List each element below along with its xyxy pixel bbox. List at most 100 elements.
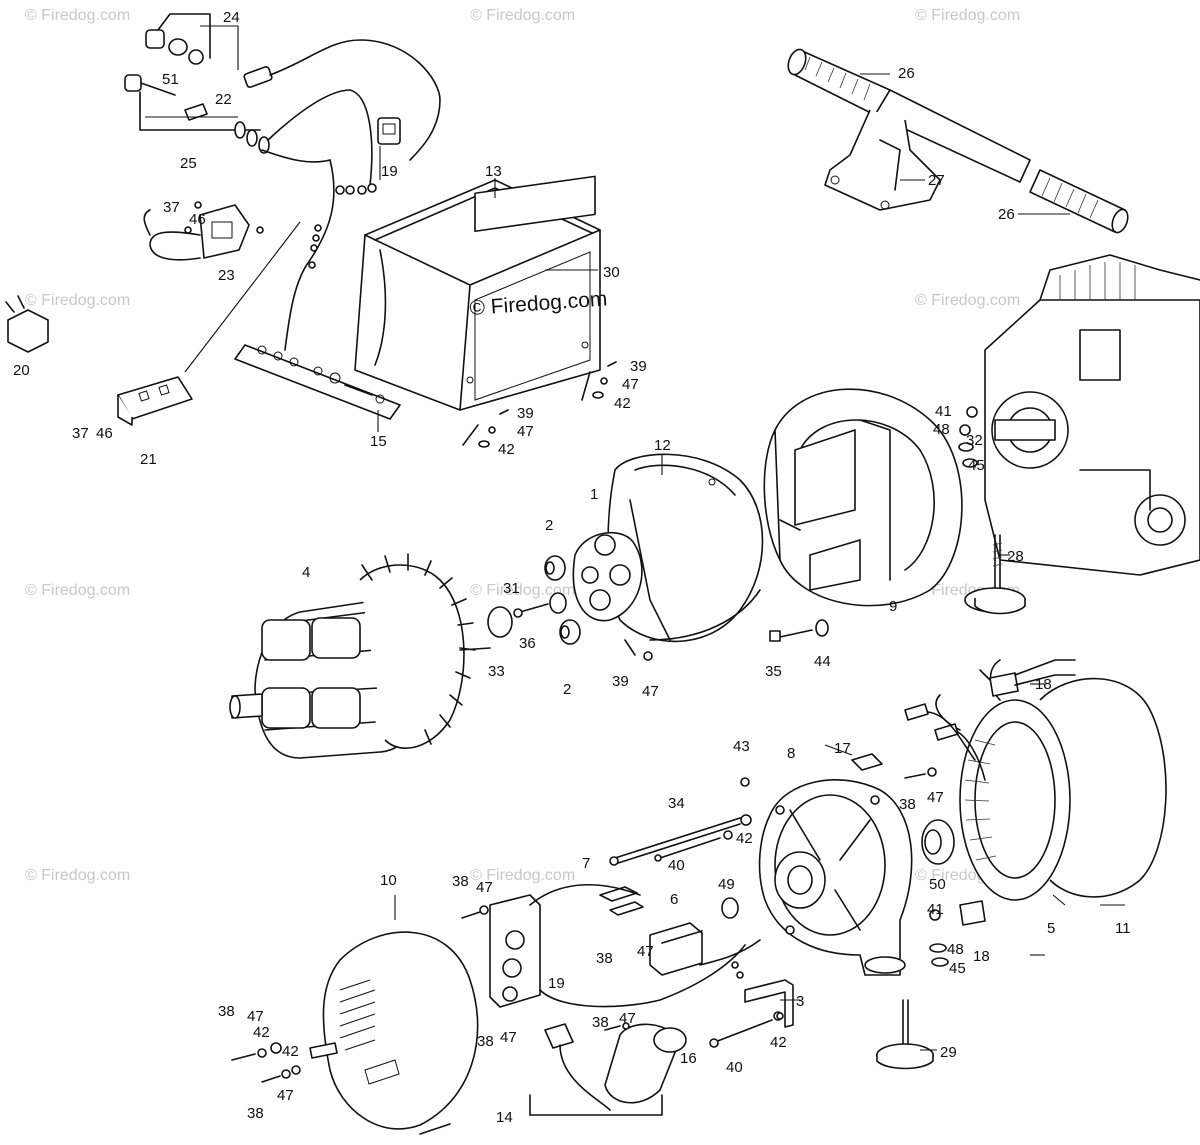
mount-part-28 — [964, 534, 1026, 615]
callout-label: 10 — [380, 872, 397, 889]
callout-label: 20 — [13, 362, 30, 379]
callout-label: 3 — [796, 993, 804, 1010]
callout-label: 29 — [940, 1044, 957, 1061]
callout-label: 11 — [1115, 920, 1131, 937]
callout-label: 50 — [929, 876, 946, 893]
callout-label: 32 — [966, 432, 983, 449]
callout-label: 18 — [1035, 676, 1052, 693]
callout-label: 22 — [215, 91, 232, 108]
callout-label: 17 — [834, 740, 851, 757]
callout-label: 42 — [770, 1034, 787, 1051]
bracket-part-3 — [744, 979, 794, 1028]
terminal-strip-part-15 — [234, 344, 401, 420]
switch-part-6 — [599, 886, 761, 976]
callout-label: 23 — [218, 267, 235, 284]
callout-label: 47 — [927, 789, 944, 806]
callout-label: 24 — [223, 9, 240, 26]
fastener-group-upper — [462, 361, 617, 448]
engine-block — [984, 254, 1200, 576]
callout-label: 16 — [680, 1050, 697, 1067]
watermark-text: © Firedog.com — [25, 867, 130, 884]
wiring-harness-group — [124, 13, 441, 351]
callout-label: 47 — [500, 1029, 517, 1046]
callout-label: 48 — [933, 421, 950, 438]
callout-label: 47 — [642, 683, 659, 700]
callout-label: 47 — [622, 376, 639, 393]
callout-label: 37 — [163, 199, 180, 216]
callout-label: 41 — [935, 403, 952, 420]
control-box-cover-part-13 — [354, 175, 601, 411]
callout-label: 1 — [590, 486, 598, 503]
fastener-group-lower-left — [231, 1042, 301, 1083]
switch-part-23 — [143, 201, 264, 261]
callout-label: 46 — [189, 211, 206, 228]
callout-label: 7 — [582, 855, 590, 872]
receptacle-part-21 — [117, 221, 301, 426]
watermark-text: © Firedog.com — [25, 582, 130, 599]
callout-label: 45 — [968, 457, 985, 474]
callout-label: 44 — [814, 653, 831, 670]
brush-holder-part-1 — [572, 531, 643, 622]
callout-label: 38 — [592, 1014, 609, 1031]
watermark-text: © Firedog.com — [25, 292, 130, 309]
o-ring-part-33 — [487, 606, 513, 638]
callout-label: 6 — [670, 891, 678, 908]
callout-label: 49 — [718, 876, 735, 893]
callout-label: 2 — [545, 517, 553, 534]
callout-label: 8 — [787, 745, 795, 762]
callout-label: 39 — [630, 358, 647, 375]
callout-label: 25 — [180, 155, 197, 172]
callout-label: 19 — [548, 975, 565, 992]
callout-label: 48 — [947, 941, 964, 958]
callout-label: 42 — [736, 830, 753, 847]
callout-label: 28 — [1007, 548, 1024, 565]
watermark-text: © Firedog.com — [25, 7, 130, 24]
rear-housing-part-9 — [763, 388, 963, 607]
connector-part-18 — [959, 659, 1076, 926]
callout-label: 38 — [452, 873, 469, 890]
callout-label: 38 — [218, 1003, 235, 1020]
callout-label: 40 — [668, 857, 685, 874]
callout-label: 38 — [899, 796, 916, 813]
callout-label: 9 — [889, 598, 897, 615]
control-panel-part-14 — [489, 883, 746, 1116]
fastener-group-misc — [461, 767, 949, 1031]
rotor-part-4 — [229, 553, 491, 759]
callout-label: 27 — [928, 172, 945, 189]
callout-label: 45 — [949, 960, 966, 977]
callout-label: 34 — [668, 795, 685, 812]
callout-label: 33 — [488, 663, 505, 680]
watermark-text: © Firedog.com — [915, 7, 1020, 24]
callout-label: 51 — [162, 71, 179, 88]
callout-label: 47 — [476, 879, 493, 896]
callout-label: 38 — [477, 1033, 494, 1050]
callout-label: 40 — [726, 1059, 743, 1076]
callout-label: 38 — [596, 950, 613, 967]
stator-part-11 — [935, 659, 1167, 901]
callout-label: 14 — [496, 1109, 513, 1126]
wire-leads — [851, 703, 986, 781]
callout-label: 26 — [898, 65, 915, 82]
callout-label: 42 — [498, 441, 515, 458]
callout-label: 35 — [765, 663, 782, 680]
mount-part-29 — [876, 999, 934, 1070]
callout-label: 42 — [614, 395, 631, 412]
callout-label: 47 — [277, 1087, 294, 1104]
callout-label: 42 — [253, 1024, 270, 1041]
callout-label: 42 — [282, 1043, 299, 1060]
bracket-part-8 — [758, 779, 913, 976]
callout-label: 5 — [1047, 920, 1055, 937]
callout-label: 46 — [96, 425, 113, 442]
bolt-group-middle — [513, 499, 829, 661]
callout-label: 43 — [733, 738, 750, 755]
watermark-text: © Firedog.com — [470, 582, 575, 599]
bearing-part-50 — [921, 819, 955, 865]
handle-assembly-part-26-27 — [787, 48, 1129, 234]
callout-label: 19 — [381, 163, 398, 180]
callout-label: 12 — [654, 437, 671, 454]
end-cover-part-10 — [309, 931, 479, 1135]
callout-label: 13 — [485, 163, 502, 180]
leader-lines — [139, 25, 1125, 1116]
